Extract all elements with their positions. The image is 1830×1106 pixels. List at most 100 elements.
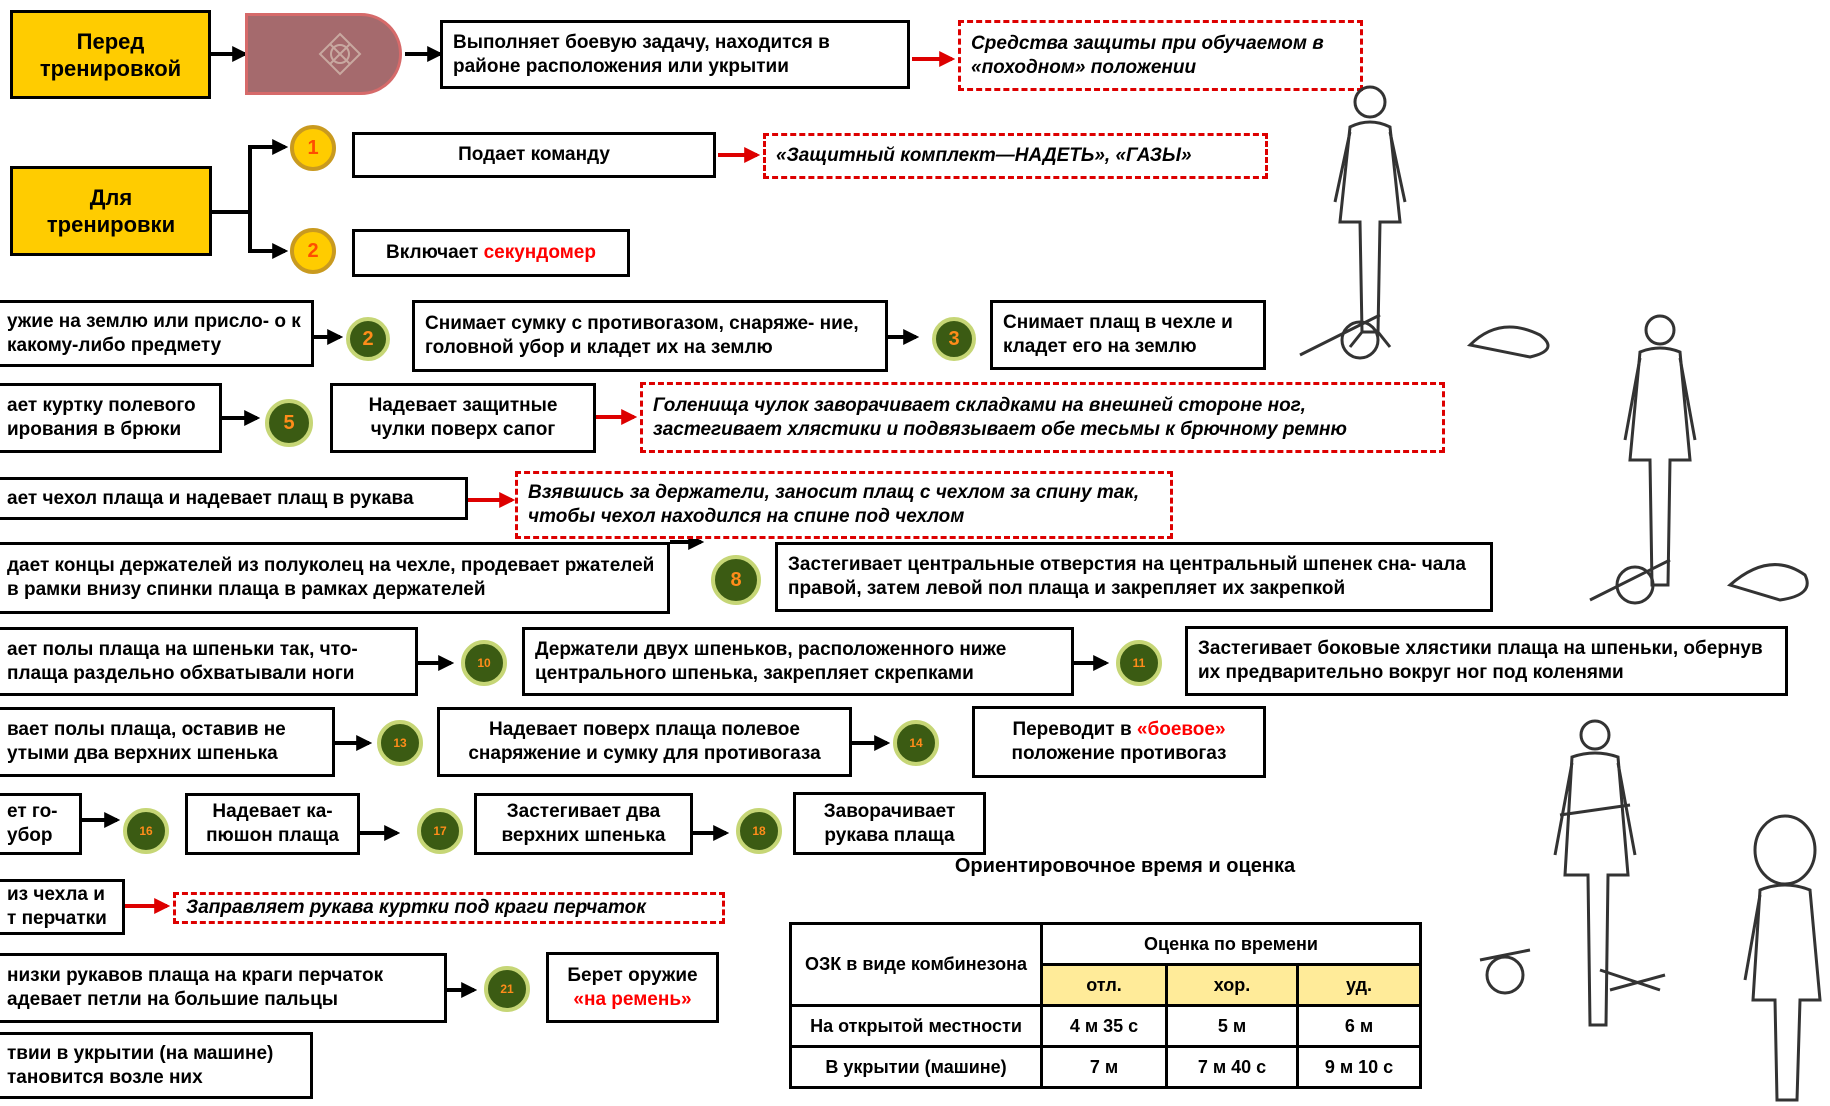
step-17-circle: 17: [417, 808, 463, 854]
row5-side-straps-text: Застегивает боковые хлястики плаща на шп…: [1198, 638, 1763, 683]
row6-gasmask-pre: Переводит в: [1012, 719, 1137, 740]
row1-bag-box: Снимает сумку с противогазом, снаряже- н…: [412, 300, 888, 372]
row2-stockings-note-text: Голенища чулок заворачивает складками на…: [653, 394, 1347, 440]
row4-holders-box: дает концы держателей из полуколец на че…: [0, 542, 670, 614]
for-training-text: Для тренировки: [46, 185, 176, 237]
give-command-box: Подает команду: [352, 132, 716, 178]
row2-stockings-box: Надевает защитные чулки поверх сапог: [330, 383, 596, 453]
header-group-text: Оценка по времени: [1144, 933, 1318, 954]
row10-shelter-text: твии в укрытии (на машине) тановится воз…: [7, 1042, 274, 1088]
header-main-text: ОЗК в виде комбинезона: [805, 954, 1027, 974]
step-2b-circle: 2: [346, 317, 390, 361]
step-2-circle: 2: [290, 228, 336, 274]
header-main: ОЗК в виде комбинезона: [789, 922, 1043, 1007]
start-stopwatch-text: Включает: [386, 242, 484, 263]
row7-hood-text: Надевает ка- пюшон плаща: [206, 801, 339, 846]
row7-headgear-box: ет го- убор: [0, 793, 82, 855]
step-10-circle: 10: [461, 640, 507, 686]
stopwatch-highlight: секундомер: [483, 242, 596, 263]
row4-holders-text: дает концы держателей из полуколец на че…: [7, 555, 655, 600]
shoulder-strap-icon: [245, 13, 402, 95]
row6-flaps-box: вает полы плаща, оставив не утыми два ве…: [0, 707, 335, 777]
row2-stockings-note: Голенища чулок заворачивает складками на…: [640, 382, 1445, 453]
step-14-circle: 14: [893, 720, 939, 766]
row2-jacket-box: ает куртку полевого ирования в брюки: [0, 383, 222, 453]
row8-gloves-note: Заправляет рукава куртки под краги перча…: [173, 892, 725, 924]
row-shelter-excellent: 7 м: [1040, 1045, 1168, 1089]
give-command-text: Подает команду: [458, 144, 610, 165]
step-8-number: 8: [730, 568, 742, 591]
for-training-label: Для тренировки: [10, 166, 212, 256]
step-3-circle: 3: [932, 317, 976, 361]
grade-satisfactory: уд.: [1296, 963, 1422, 1007]
row-shelter-satisfactory: 9 м 10 с: [1296, 1045, 1422, 1089]
row8-gloves-note-text: Заправляет рукава куртки под краги перча…: [186, 897, 646, 918]
step-18-number: 18: [752, 824, 766, 838]
soldier-figure-icon: [1743, 814, 1822, 1102]
command-note: «Защитный комплект—НАДЕТЬ», «ГАЗЫ»: [763, 133, 1268, 179]
row2-jacket-text: ает куртку полевого ирования в брюки: [7, 395, 196, 440]
marching-position-note: Средства защиты при обучаемом в «походно…: [958, 20, 1363, 91]
row8-gloves-text: из чехла и т перчатки: [7, 884, 107, 929]
grade-good: хор.: [1165, 963, 1299, 1007]
step-1-number: 1: [307, 136, 319, 159]
row7-hood-box: Надевает ка- пюшон плаща: [185, 793, 360, 855]
step-2b-number: 2: [362, 327, 374, 350]
grade-excellent: отл.: [1040, 963, 1168, 1007]
step-11-number: 11: [1132, 656, 1146, 670]
row1-cape-box: Снимает плащ в чехле и кладет его на зем…: [990, 300, 1266, 370]
row3-holders-note-text: Взявшись за держатели, заносит плащ с че…: [528, 482, 1140, 527]
row5-flaps-box: ает полы плаща на шпеньки так, что- плащ…: [0, 627, 418, 696]
step-13-number: 13: [393, 736, 407, 750]
step-11-circle: 11: [1116, 640, 1162, 686]
header-group: Оценка по времени: [1040, 922, 1422, 966]
soldier-figure-icon: [1623, 314, 1697, 587]
row-open-area-label: На открытой местности: [789, 1004, 1043, 1048]
row7-sleeves-box: Заворачивает рукава плаща: [793, 792, 986, 855]
combat-task-box: Выполняет боевую задачу, находится в рай…: [440, 20, 910, 89]
row3-cover-box: ает чехол плаща и надевает плащ в рукава: [0, 477, 468, 520]
row2-stockings-text: Надевает защитные чулки поверх сапог: [368, 395, 558, 440]
row10-shelter-box: твии в укрытии (на машине) тановится воз…: [0, 1032, 313, 1099]
row-open-area-satisfactory: 6 м: [1296, 1004, 1422, 1048]
table-title: Ориентировочное время и оценка: [954, 855, 1296, 877]
soldier-figure-icon: [1553, 719, 1637, 1027]
step-17-number: 17: [433, 824, 447, 838]
equipment-pile-icon: [1589, 558, 1809, 605]
row1-bag-text: Снимает сумку с противогазом, снаряже- н…: [425, 313, 859, 358]
row9-loops-box: низки рукавов плаща на краги перчаток ад…: [0, 953, 447, 1023]
step-5-circle: 5: [265, 399, 313, 447]
row5-side-straps-box: Застегивает боковые хлястики плаща на шп…: [1185, 626, 1788, 696]
row7-headgear-text: ет го- убор: [7, 801, 58, 846]
row4-center-holes-text: Застегивает центральные отверстия на цен…: [788, 554, 1466, 599]
step-3-number: 3: [948, 327, 960, 350]
row1-weapon-text: ужие на землю или присло- о к какому-либ…: [7, 310, 301, 356]
step-16-circle: 16: [123, 808, 169, 854]
equipment-pile-icon: [1479, 948, 1666, 995]
row-open-area-good: 5 м: [1165, 1004, 1299, 1048]
step-8-circle: 8: [711, 555, 761, 605]
command-note-text: «Защитный комплект—НАДЕТЬ», «ГАЗЫ»: [776, 145, 1192, 166]
table-row: В укрытии (машине) 7 м 7 м 40 с 9 м 10 с: [789, 1045, 1422, 1089]
row6-gasmask-box: Переводит в «боевое»положение противогаз: [972, 706, 1266, 778]
step-2-number: 2: [307, 239, 319, 262]
row6-gasmask-post: положение противогаз: [1011, 743, 1227, 764]
start-stopwatch-box: Включает секундомер: [352, 229, 630, 277]
emblem-icon: [318, 32, 362, 76]
before-training-text: Перед тренировкой: [39, 28, 182, 81]
row7-sleeves-text: Заворачивает рукава плаща: [823, 800, 956, 846]
soldier-figure-icon: [1333, 85, 1407, 348]
row3-holders-note: Взявшись за держатели, заносит плащ с че…: [515, 471, 1173, 539]
row5-clips-text: Держатели двух шпеньков, расположенного …: [535, 638, 1007, 684]
row9-weapon-box: Берет оружие«на ремень»: [546, 952, 719, 1023]
step-21-circle: 21: [484, 966, 530, 1012]
row-shelter-label: В укрытии (машине): [789, 1045, 1043, 1089]
row1-weapon-box: ужие на землю или присло- о к какому-либ…: [0, 300, 314, 367]
row1-cape-text: Снимает плащ в чехле и кладет его на зем…: [1003, 312, 1233, 357]
combat-task-text: Выполняет боевую задачу, находится в рай…: [453, 31, 830, 77]
marching-position-text: Средства защиты при обучаемом в «походно…: [971, 32, 1324, 78]
row9-loops-text: низки рукавов плаща на краги перчаток ад…: [7, 965, 384, 1010]
step-18-circle: 18: [736, 808, 782, 854]
step-21-number: 21: [500, 982, 514, 996]
